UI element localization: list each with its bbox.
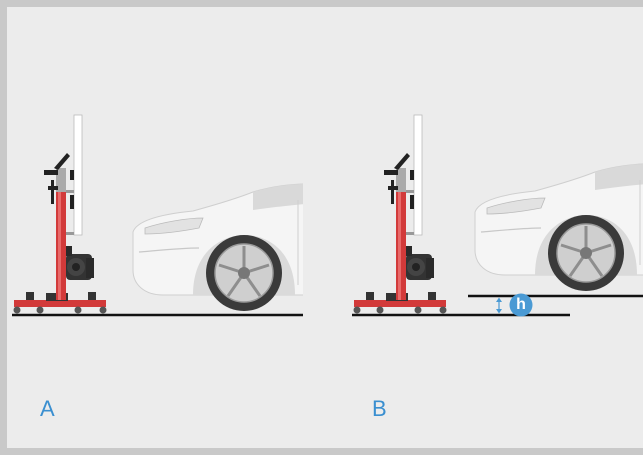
car-front-a [133, 184, 305, 311]
height-arrow [496, 298, 502, 314]
alignment-stand-b [354, 115, 447, 314]
panel-a-scene [12, 115, 313, 320]
panel-label-a: A [40, 398, 55, 420]
alignment-stand-a [14, 115, 107, 314]
panel-label-b: B [372, 398, 387, 420]
height-badge-label: h [509, 294, 533, 316]
panel-b-scene [352, 115, 643, 317]
car-front-b [475, 164, 643, 291]
